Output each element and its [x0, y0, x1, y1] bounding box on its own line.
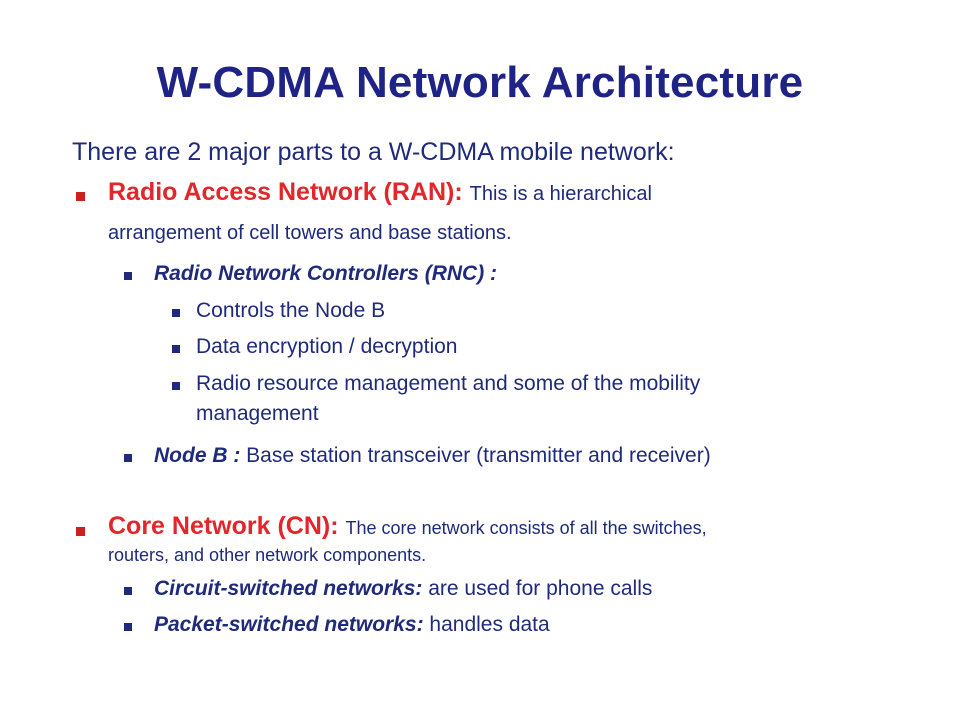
rnc-label: Radio Network Controllers (RNC) : [154, 262, 498, 285]
cn-heading-line: Core Network (CN): The core network cons… [108, 512, 707, 541]
bullet-icon [124, 272, 132, 280]
rnc-item: Radio resource management and some of th… [196, 372, 701, 395]
bullet-icon [124, 623, 132, 631]
intro-text: There are 2 major parts to a W-CDMA mobi… [72, 138, 675, 166]
nodeb-line: Node B : Base station transceiver (trans… [154, 444, 711, 468]
bullet-icon [76, 527, 85, 536]
ran-desc-2: arrangement of cell towers and base stat… [108, 222, 512, 244]
packet-desc: handles data [423, 613, 550, 636]
ran-desc-1: This is a hierarchical [469, 183, 652, 205]
bullet-icon [124, 454, 132, 462]
bullet-icon [172, 345, 180, 353]
bullet-icon [124, 587, 132, 595]
packet-line: Packet-switched networks: handles data [154, 613, 550, 637]
ran-heading-line: Radio Access Network (RAN): This is a hi… [108, 178, 652, 207]
bullet-icon [172, 309, 180, 317]
slide-title: W-CDMA Network Architecture [156, 58, 804, 107]
ran-heading: Radio Access Network (RAN): [108, 178, 463, 206]
rnc-item: Controls the Node B [196, 299, 386, 322]
cn-desc-1: The core network consists of all the swi… [345, 518, 707, 538]
circuit-desc: are used for phone calls [422, 577, 653, 600]
bullet-icon [76, 192, 85, 201]
rnc-item: Data encryption / decryption [196, 335, 458, 358]
cn-heading: Core Network (CN): [108, 512, 339, 540]
nodeb-label: Node B : [154, 444, 247, 467]
circuit-label: Circuit-switched networks: [154, 577, 423, 600]
bullet-icon [172, 382, 180, 390]
circuit-line: Circuit-switched networks: are used for … [154, 577, 652, 601]
nodeb-desc: Base station transceiver (transmitter an… [246, 444, 711, 467]
rnc-item-cont: management [196, 402, 319, 425]
packet-label: Packet-switched networks: [154, 613, 424, 636]
cn-desc-2: routers, and other network components. [108, 545, 427, 565]
